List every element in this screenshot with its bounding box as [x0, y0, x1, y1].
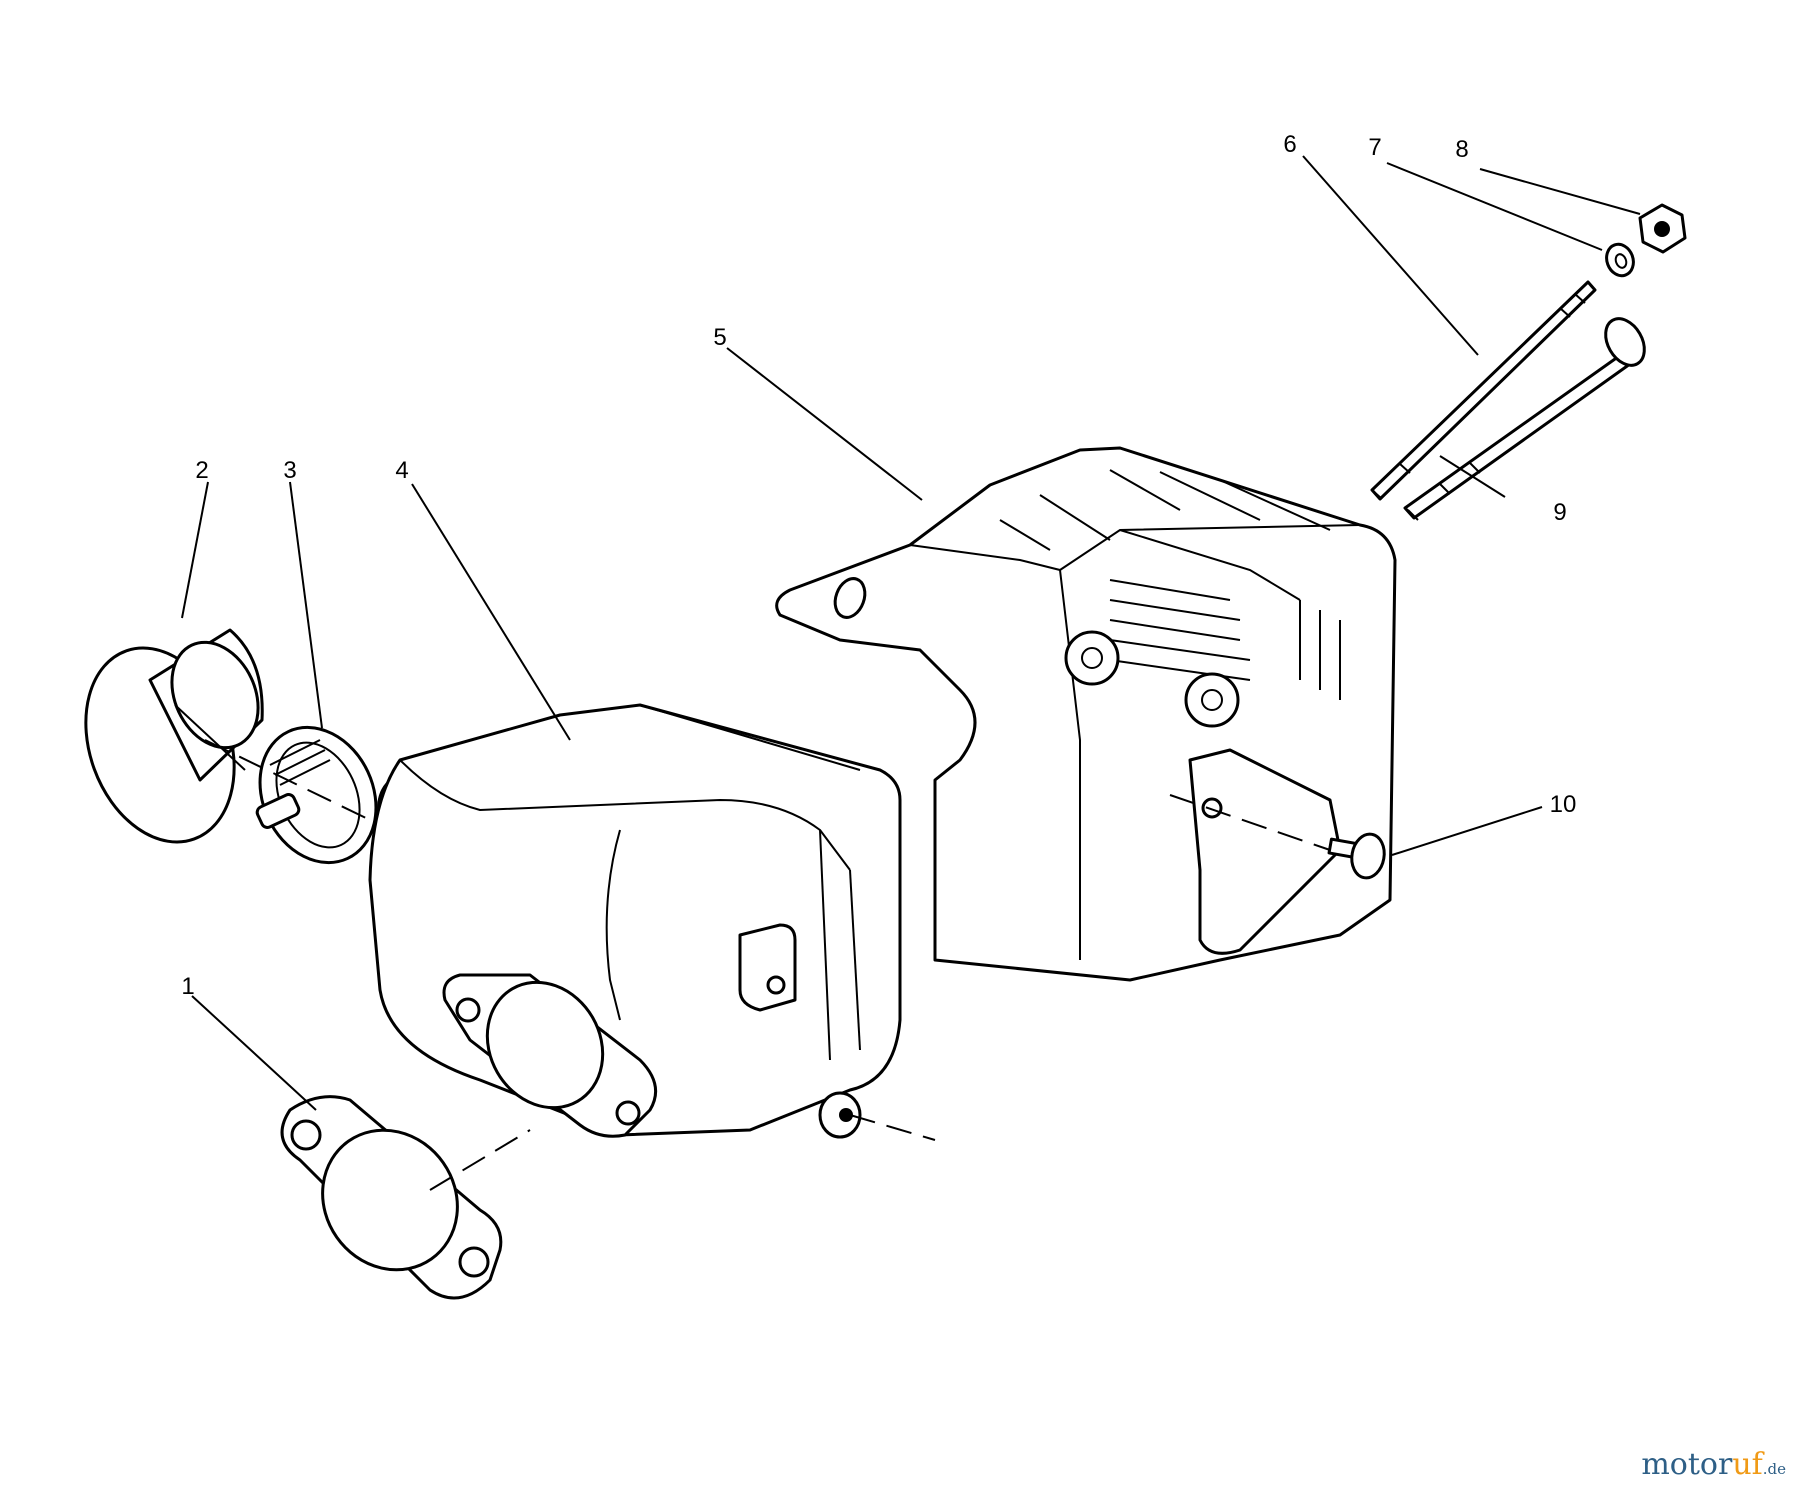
callout-10: 10 — [1550, 791, 1577, 818]
watermark-suffix: .de — [1762, 1460, 1786, 1478]
assembly-lines — [204, 739, 1331, 1191]
part-muffler — [368, 703, 902, 1139]
callout-8: 8 — [1455, 136, 1468, 163]
part-exhaust-deflector — [84, 628, 264, 844]
callout-6: 6 — [1283, 131, 1296, 158]
callout-3: 3 — [283, 457, 296, 484]
callout-2: 2 — [195, 457, 208, 484]
callout-4: 4 — [395, 457, 408, 484]
callout-5: 5 — [713, 324, 726, 351]
part-stud — [1370, 280, 1597, 501]
watermark-text-1: motor — [1641, 1447, 1733, 1482]
callout-9: 9 — [1553, 499, 1566, 526]
callout-7: 7 — [1368, 134, 1381, 161]
part-gasket — [280, 1095, 503, 1300]
leader-lines — [181, 155, 1641, 1111]
watermark-logo: motoruf.de — [1641, 1447, 1786, 1482]
part-screw — [1327, 832, 1386, 880]
part-washer — [1605, 242, 1635, 278]
part-heat-shield — [775, 446, 1397, 982]
callout-1: 1 — [181, 973, 194, 1000]
callout-labels: 1 2 3 4 5 6 7 8 9 10 — [181, 131, 1576, 1000]
watermark-text-2: uf — [1732, 1447, 1763, 1482]
part-nut — [1638, 203, 1687, 254]
part-bolt — [1403, 317, 1646, 521]
